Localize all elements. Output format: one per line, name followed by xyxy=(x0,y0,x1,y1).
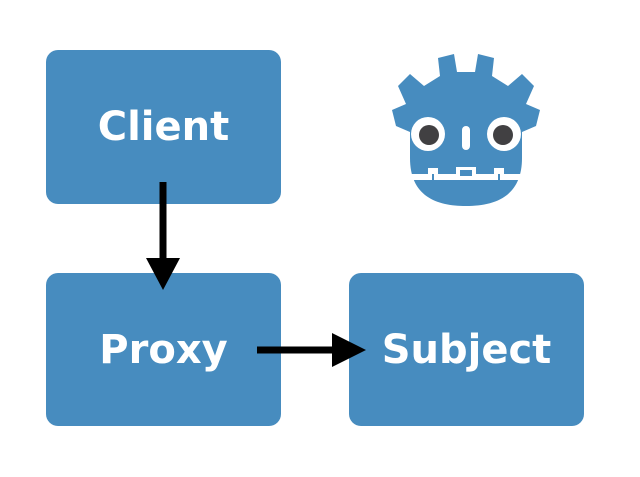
proxy-node: Proxy xyxy=(46,273,281,426)
client-node-label: Client xyxy=(97,104,230,150)
subject-node: Subject xyxy=(349,273,584,426)
proxy-node-label: Proxy xyxy=(99,326,228,373)
subject-node-label: Subject xyxy=(381,326,552,373)
godot-engine-logo-icon xyxy=(392,54,540,206)
client-node: Client xyxy=(46,50,281,204)
